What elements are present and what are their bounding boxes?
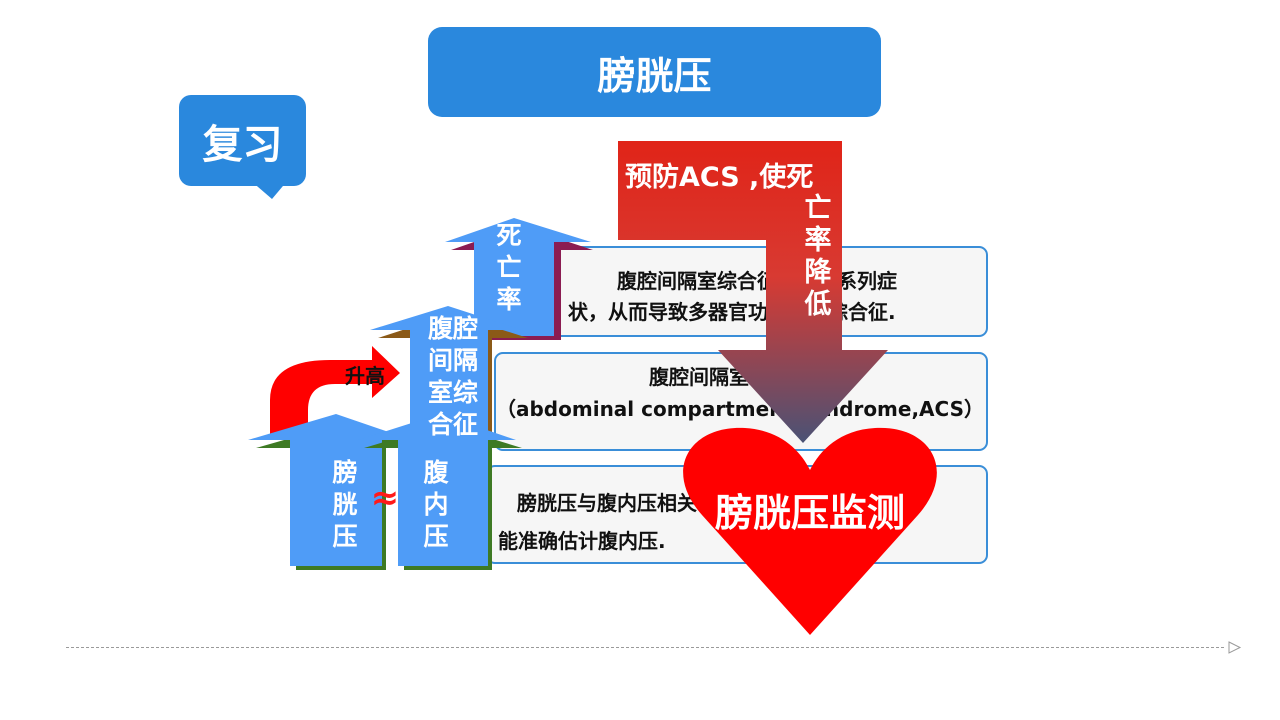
rise-label: 升高 (345, 364, 385, 388)
page-title: 膀胱压 (428, 27, 881, 117)
mortality-arrow (445, 218, 591, 336)
bladder-arrow (248, 414, 412, 566)
prevention-label-vertical: 亡 率 降 低 (804, 193, 832, 320)
iap-label: 腹 内 压 (423, 458, 449, 551)
box2-line2: （abdominal compartment syndrome,ACS） (496, 397, 984, 421)
prevention-down-arrow (618, 141, 888, 443)
approx-symbol: ≈ (370, 478, 400, 518)
footer-divider (66, 647, 1224, 648)
review-badge: 复习 (179, 95, 306, 186)
acs-label: 腹腔 间隔 室综 合征 (427, 314, 478, 439)
heart-shape (683, 427, 937, 635)
box3-line2: 能准确估计腹内压. (498, 529, 666, 553)
mortality-label: 死 亡 率 (496, 221, 522, 314)
footer-triangle-icon (1228, 641, 1242, 654)
iap-arrow (358, 414, 516, 566)
bladder-pressure-label: 膀 胱 压 (332, 458, 358, 551)
rise-curved-arrow (270, 346, 400, 440)
prevention-label-top: 预防ACS ,使死 (625, 162, 814, 193)
box1-line1: 腹腔间隔室综合征引发一系列症 (617, 269, 897, 293)
heart-label: 膀胱压监测 (714, 491, 905, 535)
acs-arrow (370, 306, 522, 438)
